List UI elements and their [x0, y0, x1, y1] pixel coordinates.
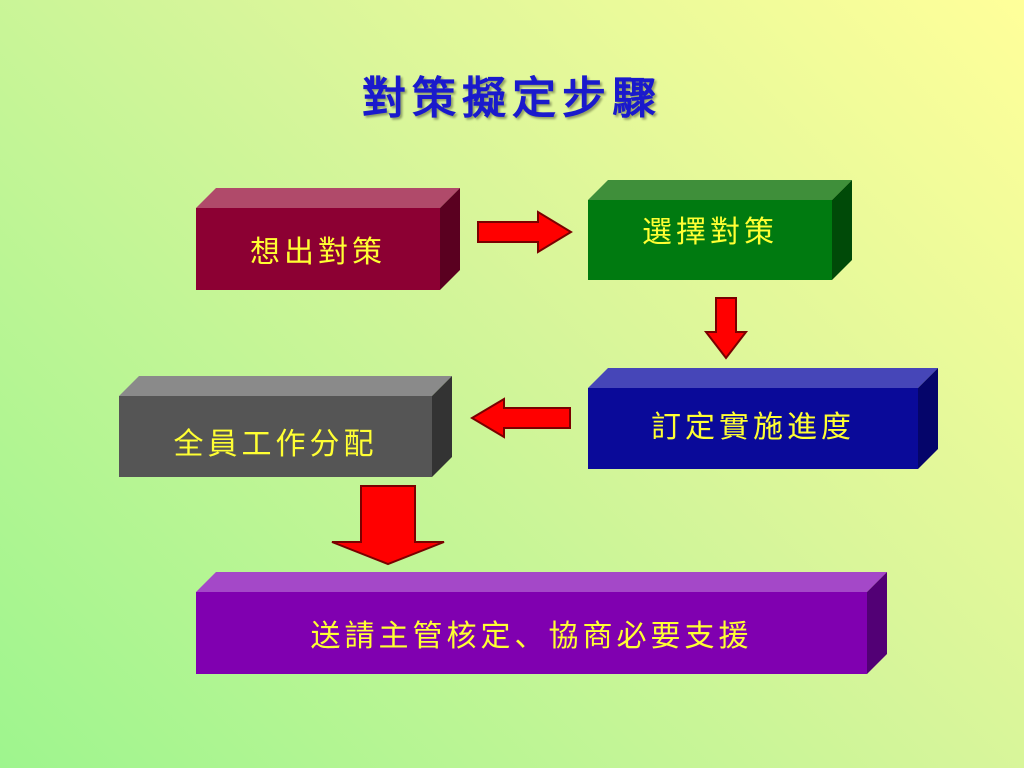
- step-label-4: 全員工作分配: [119, 396, 432, 477]
- arrow-right-icon: [477, 210, 573, 254]
- arrow-down-icon: [703, 297, 749, 360]
- step-label-3: 訂定實施進度: [588, 388, 918, 469]
- step-label-2: 選擇對策: [588, 200, 832, 280]
- step-box-2: 選擇對策: [588, 180, 852, 280]
- arrow-down-large-icon: [331, 485, 445, 566]
- step-box-1: 想出對策: [196, 188, 460, 290]
- arrow-left-icon: [470, 397, 571, 439]
- step-box-5: 送請主管核定、協商必要支援: [196, 572, 887, 674]
- step-box-4: 全員工作分配: [119, 376, 452, 477]
- step-box-3: 訂定實施進度: [588, 368, 938, 469]
- page-title: 對策擬定步驟: [362, 73, 662, 124]
- step-label-1: 想出對策: [196, 208, 440, 290]
- step-label-5: 送請主管核定、協商必要支援: [196, 592, 867, 674]
